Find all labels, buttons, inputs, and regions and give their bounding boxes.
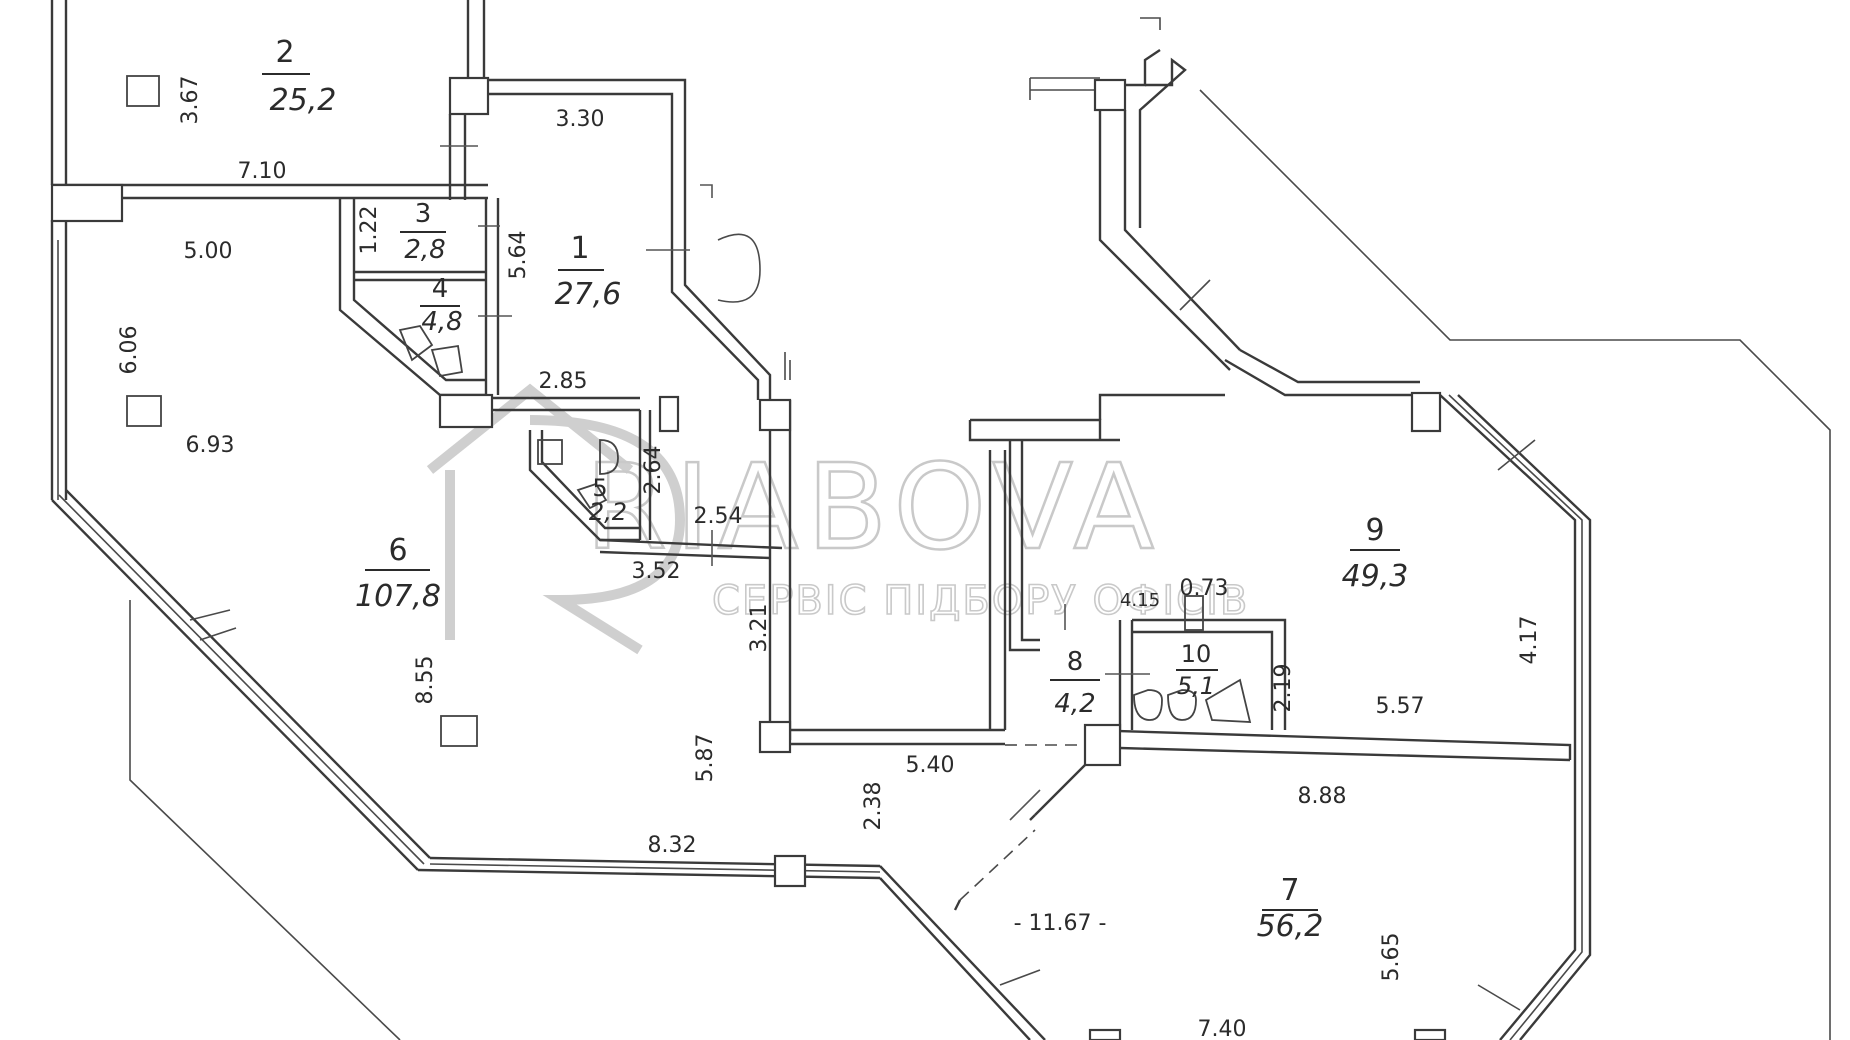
dim-8-88: 8.88 (1298, 784, 1347, 809)
room-label-5: 5 2,2 (589, 474, 627, 526)
dim-8-32: 8.32 (648, 833, 697, 858)
dim-7-40: 7.40 (1198, 1017, 1247, 1040)
dim-5-64: 5.64 (506, 231, 531, 280)
svg-text:2,8: 2,8 (404, 235, 445, 265)
svg-text:4: 4 (432, 274, 449, 304)
room-label-4: 4 4,8 (420, 274, 463, 337)
dim-3-30: 3.30 (556, 107, 605, 132)
room-label-10: 10 5,1 (1176, 640, 1218, 700)
dim-5-40: 5.40 (906, 753, 955, 778)
dim-7-10: 7.10 (238, 159, 287, 184)
svg-text:2,2: 2,2 (589, 498, 627, 526)
dim-5-65: 5.65 (1379, 933, 1404, 982)
dim-2-64: 2.64 (641, 446, 666, 495)
dim-5-87: 5.87 (693, 734, 718, 783)
svg-text:6: 6 (388, 533, 407, 568)
left-wing-walls (50, 0, 881, 888)
column-block (1088, 1028, 1122, 1040)
dim-2-85: 2.85 (539, 369, 588, 394)
svg-text:56,2: 56,2 (1257, 909, 1324, 944)
svg-text:7: 7 (1280, 873, 1299, 908)
column-block (1413, 1028, 1447, 1040)
dim-0-73: 0.73 (1180, 576, 1229, 601)
room-label-6: 6 107,8 (355, 533, 441, 614)
square-markers (126, 75, 478, 747)
dim-3-52: 3.52 (632, 559, 681, 584)
column-block (1083, 723, 1122, 767)
column-block (438, 393, 494, 429)
svg-text:9: 9 (1365, 513, 1384, 548)
dimension-labels: 3.67 7.10 3.30 5.00 1.22 5.64 6.06 6.93 … (117, 76, 1542, 1040)
right-wing-walls (129, 17, 1831, 1040)
room-1-walls (440, 76, 791, 400)
svg-text:4,2: 4,2 (1054, 689, 1095, 719)
watermark: RIABOVA СЕРВІС ПІДБОРУ ОФІСІВ (426, 383, 1249, 655)
svg-text:4,8: 4,8 (421, 307, 462, 337)
column-block (1093, 78, 1127, 112)
svg-text:107,8: 107,8 (355, 579, 441, 614)
room-labels: 2 25,2 3 2,8 4 4,8 1 27,6 5 2,2 6 107,8 (262, 35, 1408, 944)
dim-5-57: 5.57 (1376, 694, 1425, 719)
svg-text:10: 10 (1181, 640, 1212, 668)
dim-6-06: 6.06 (117, 326, 142, 375)
dim-3-21: 3.21 (747, 604, 772, 653)
column-block (50, 183, 124, 223)
svg-text:27,6: 27,6 (555, 277, 622, 312)
rooms-3-4-5-walls (338, 198, 783, 566)
room-label-7: 7 56,2 (1257, 873, 1324, 944)
dim-5-00: 5.00 (184, 239, 233, 264)
watermark-subtitle: СЕРВІС ПІДБОРУ ОФІСІВ (712, 578, 1249, 624)
room-label-3: 3 2,8 (400, 199, 446, 265)
dim-2-19: 2.19 (1271, 664, 1296, 713)
dim-6-93: 6.93 (186, 433, 235, 458)
room-label-1: 1 27,6 (555, 231, 622, 312)
svg-text:2: 2 (275, 35, 294, 70)
dim-4-15: 4.15 (1120, 590, 1160, 611)
dim-3-67: 3.67 (178, 76, 203, 125)
watermark-logo-icon (426, 383, 686, 655)
column-block (773, 854, 807, 888)
column-block (658, 395, 680, 433)
corridor-walls (758, 398, 1120, 754)
svg-text:5: 5 (592, 474, 607, 502)
dim-2-54: 2.54 (694, 504, 743, 529)
svg-text:25,2: 25,2 (270, 83, 337, 118)
column-block (758, 720, 792, 754)
svg-text:5,1: 5,1 (1177, 672, 1215, 700)
dim-2-38: 2.38 (861, 782, 886, 831)
svg-text:49,3: 49,3 (1342, 559, 1409, 594)
dim-1-22: 1.22 (357, 206, 382, 255)
dim-8-55: 8.55 (413, 656, 438, 705)
room-label-9: 9 49,3 (1342, 513, 1409, 594)
room-label-8: 8 4,2 (1050, 647, 1100, 719)
column-block (448, 76, 490, 116)
svg-text:3: 3 (415, 199, 432, 229)
dim-11-67: - 11.67 - (1014, 911, 1107, 936)
room-label-2: 2 25,2 (262, 35, 336, 118)
svg-text:8: 8 (1067, 647, 1084, 677)
dim-4-17: 4.17 (1517, 616, 1542, 665)
column-block (758, 398, 792, 432)
rooms-8-10-walls (1064, 595, 1287, 730)
svg-text:1: 1 (570, 231, 589, 266)
column-block (1410, 391, 1442, 433)
